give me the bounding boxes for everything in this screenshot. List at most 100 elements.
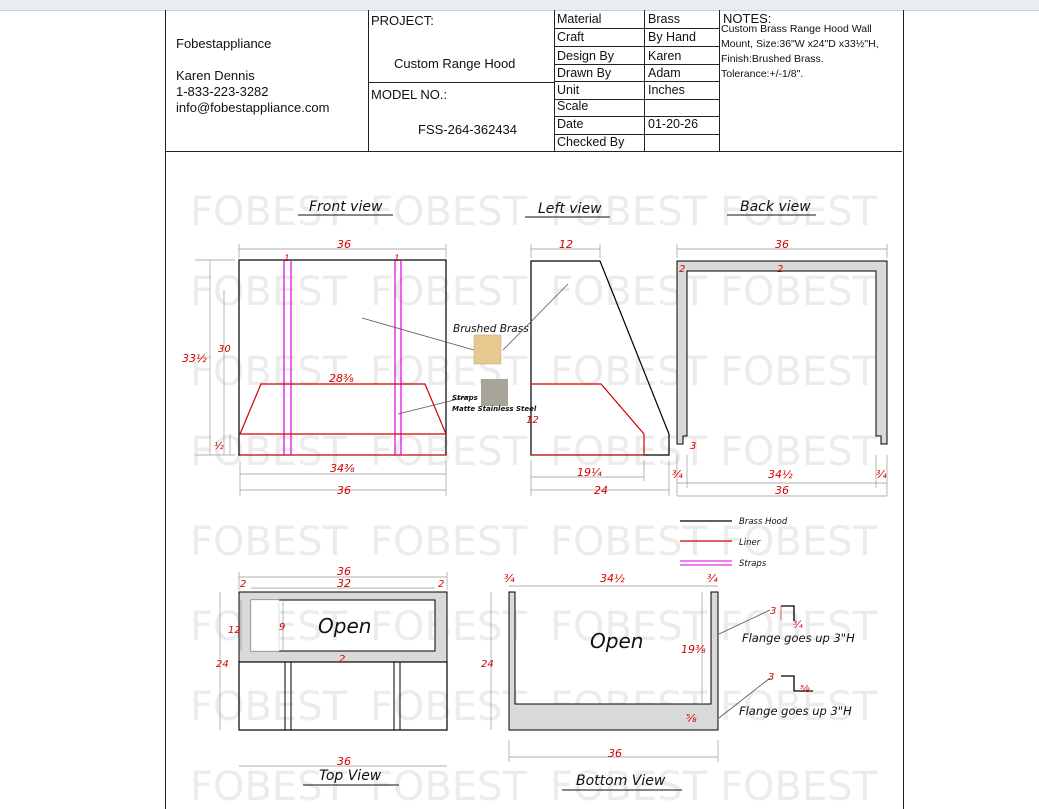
callout-straps: Straps <box>452 394 478 402</box>
notes-label: NOTES: <box>723 11 772 26</box>
dim-back-edge-left: ¾ <box>672 468 683 481</box>
watermark: FOBEST <box>370 684 528 730</box>
watermark: FOBEST <box>550 764 708 809</box>
model-label: MODEL NO.: <box>371 87 448 102</box>
dim-front-strap-1: 1 <box>284 254 290 264</box>
spec-label-drawn: Drawn By <box>557 66 612 80</box>
dim-front-width-bottom: 36 <box>337 484 351 497</box>
watermark: FOBEST <box>370 764 528 809</box>
front-view-title: Front view <box>309 199 383 215</box>
watermark: FOBEST <box>550 189 708 235</box>
watermark: FOBEST <box>190 519 348 565</box>
watermark: FOBEST <box>720 349 878 395</box>
top-view: 36 32 2 2 12 9 2 24 36 Open <box>216 565 448 768</box>
spec-value-drawn: Adam <box>648 66 681 80</box>
watermark: FOBEST <box>370 519 528 565</box>
dim-back-width-top: 36 <box>775 238 789 251</box>
dim-top-depth-opening: 12 <box>228 625 241 636</box>
watermark: FOBEST <box>190 269 348 315</box>
spec-value-material: Brass <box>648 12 680 26</box>
dim-back-inner: 34½ <box>768 468 793 481</box>
watermark: FOBEST <box>370 429 528 475</box>
dim-front-height-body: 30 <box>218 344 231 355</box>
spec-label-craft: Craft <box>557 30 585 44</box>
model-value: FSS-264-362434 <box>418 122 518 137</box>
watermark-group: FOBEST FOBEST FOBEST FOBEST FOBEST FOBES… <box>190 189 878 809</box>
watermark: FOBEST <box>190 764 348 809</box>
front-view: 36 1 1 33½ 30 28⅜ ½ 34⅜ 36 <box>182 238 475 497</box>
callout-matte-steel: Matte Stainless Steel <box>452 405 537 413</box>
callout-flange-2: Flange goes up 3"H <box>739 704 852 718</box>
bottom-open-label: Open <box>590 629 643 653</box>
top-open-label: Open <box>318 614 371 638</box>
dim-back-edge-right: ¾ <box>876 468 887 481</box>
dim-front-height-total: 33½ <box>182 352 207 365</box>
dim-flange-1-h: 3 <box>770 606 776 617</box>
dim-front-strap-2: 1 <box>394 254 400 264</box>
dim-left-bottom: 24 <box>594 484 608 497</box>
watermark: FOBEST <box>720 764 878 809</box>
drawing-sheet <box>165 10 904 809</box>
dim-front-liner-top: 28⅜ <box>329 372 354 385</box>
dim-back-wall-top: 2 <box>777 264 783 275</box>
title-block <box>165 10 902 152</box>
contact-phone: 1-833-223-3282 <box>176 84 269 99</box>
watermark: FOBEST <box>720 684 878 730</box>
project-label: PROJECT: <box>371 13 434 28</box>
dim-bottom-edge-left: ¾ <box>504 572 515 585</box>
legend-straps: Straps <box>739 559 767 569</box>
dim-top-width-bottom: 36 <box>337 755 351 768</box>
spec-label-scale: Scale <box>557 99 589 113</box>
watermark: FOBEST <box>720 269 878 315</box>
watermark: FOBEST <box>720 519 878 565</box>
watermark: FOBEST <box>370 604 528 650</box>
spec-label-checked: Checked By <box>557 135 625 149</box>
spec-value-date: 01-20-26 <box>648 117 699 131</box>
dim-bottom-flange-small: ⅝ <box>686 712 697 725</box>
dim-front-width-top: 36 <box>337 238 351 251</box>
legend-brass-hood: Brass Hood <box>739 517 788 527</box>
steel-swatch <box>481 379 508 406</box>
spec-value-unit: Inches <box>648 83 685 97</box>
watermark: FOBEST <box>370 189 528 235</box>
watermark: FOBEST <box>190 189 348 235</box>
watermark: FOBEST <box>190 684 348 730</box>
dim-flange-2-h: 3 <box>768 672 774 683</box>
dim-top-depth: 24 <box>216 659 229 670</box>
dim-top-opening-inner: 9 <box>279 622 285 633</box>
dim-top-rail: 2 <box>339 654 345 665</box>
spec-label-unit: Unit <box>557 83 580 97</box>
dim-back-width-bottom: 36 <box>775 484 789 497</box>
callout-flange-1: Flange goes up 3"H <box>742 631 855 645</box>
spec-label-date: Date <box>557 117 584 131</box>
top-view-title: Top View <box>319 768 382 784</box>
dim-flange-1-w: ¾ <box>793 620 803 631</box>
watermark: FOBEST <box>550 604 708 650</box>
dim-bottom-depth: 24 <box>481 659 494 670</box>
flange-details: 3 ¾ 3 ⅝ Flange goes up 3"H Flange goes u… <box>739 605 855 718</box>
dim-bottom-side: 19⅜ <box>681 643 706 656</box>
contact-name: Karen Dennis <box>176 68 255 83</box>
spec-value-design: Karen <box>648 49 682 63</box>
contact-email: info@fobestappliance.com <box>176 100 330 115</box>
watermark: FOBEST <box>190 349 348 395</box>
watermark: FOBEST <box>370 269 528 315</box>
watermark: FOBEST <box>720 429 878 475</box>
project-value: Custom Range Hood <box>394 56 516 71</box>
dim-flange-2-w: ⅝ <box>800 684 810 695</box>
watermark: FOBEST <box>550 519 708 565</box>
watermark: FOBEST <box>720 189 878 235</box>
spec-value-craft: By Hand <box>648 30 696 44</box>
dim-left-top: 12 <box>559 238 573 251</box>
bottom-view: ¾ 34½ ¾ 24 19⅜ ⅝ 36 Open <box>481 572 771 762</box>
spec-label-design: Design By <box>557 49 614 63</box>
dim-back-wall-left: 2 <box>679 264 685 275</box>
dim-bottom-edge-right: ¾ <box>707 572 718 585</box>
spec-label-material: Material <box>557 12 602 26</box>
dim-top-outer: 36 <box>337 565 351 578</box>
left-view: 12 12 19¼ 24 <box>502 238 670 497</box>
dim-front-liner-bottom: 34⅜ <box>330 462 355 475</box>
dim-back-flange-h: 3 <box>690 441 696 452</box>
back-view-title: Back view <box>740 199 811 215</box>
